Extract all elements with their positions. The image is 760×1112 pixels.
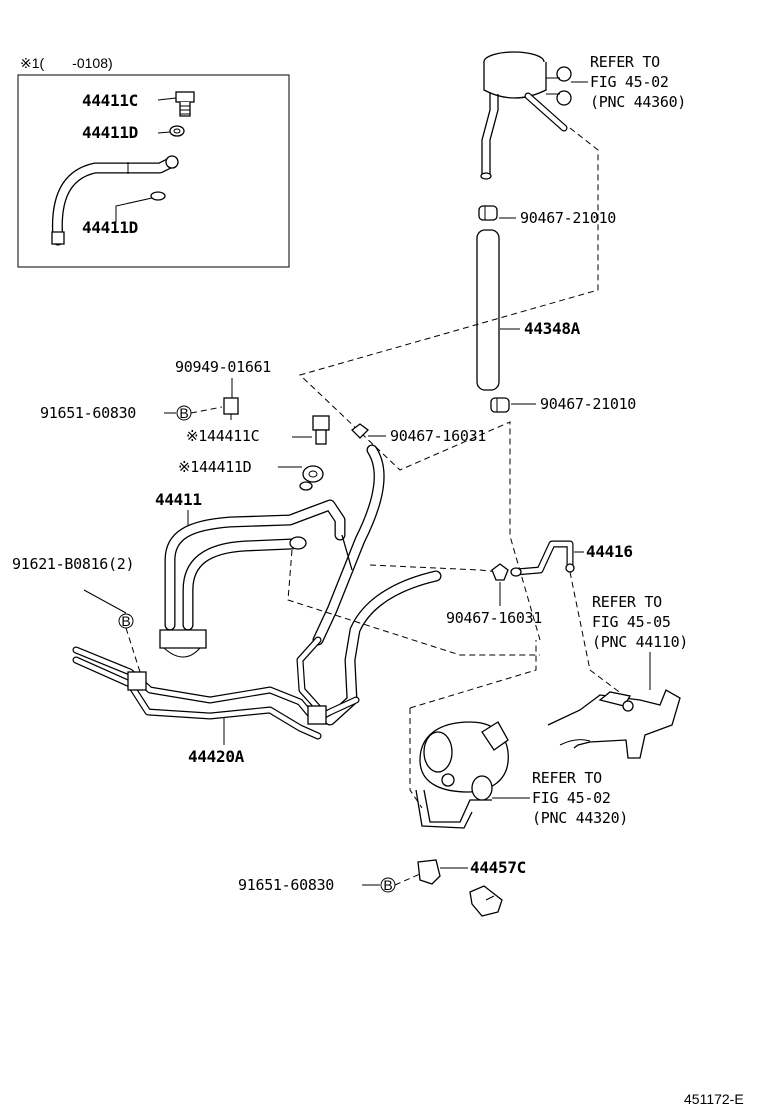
- bolt-b-top-label: 91651-60830: [40, 404, 136, 422]
- inset-gasket-lower-icon: [150, 191, 166, 201]
- inset-bolt-label: 44411C: [82, 91, 138, 110]
- alt-gasket-label: ※144411D: [178, 458, 252, 476]
- pump-ref-line1: REFER TO: [592, 593, 662, 611]
- clip-right-icon: [491, 563, 509, 581]
- figure-id: 451172-E: [684, 1091, 744, 1107]
- inset-gasket-upper-icon: [169, 125, 185, 137]
- bracket-label: 44457C: [470, 858, 526, 877]
- inset-panel: ※1( -0108) 44411C 44411D 44411D: [17, 55, 290, 268]
- clamp-top-label: 90467-21010: [520, 209, 616, 227]
- inset-bolt-icon: [175, 91, 195, 117]
- pump-ref-callout: REFER TO FIG 45-05 (PNC 44110): [592, 593, 688, 690]
- inset-gasket-upper-label: 44411D: [82, 123, 138, 142]
- clip-right-label: 90467-16031: [446, 609, 542, 627]
- reservoir-ref-callout: REFER TO FIG 45-02 (PNC 44360): [571, 53, 686, 111]
- bracket-icon: [417, 859, 503, 917]
- bolt-b-bottom-marker-text: B: [383, 877, 392, 893]
- bolt-b-bottom-label: 91651-60830: [238, 876, 334, 894]
- tube-44416-label: 44416: [586, 542, 633, 561]
- steering-gear-icon: [415, 721, 509, 829]
- bolt-b-top-marker-text: B: [179, 405, 188, 421]
- reservoir-icon: [480, 51, 572, 180]
- alt-bolt-icon: [312, 415, 330, 445]
- return-hose-label: 44348A: [524, 319, 581, 338]
- reservoir-ref-line2: FIG 45-02: [590, 73, 669, 91]
- clip-mid-label: 90467-16031: [390, 427, 486, 445]
- reservoir-ref-line1: REFER TO: [590, 53, 660, 71]
- gear-ref-line2: FIG 45-02: [532, 789, 611, 807]
- clip-mid-icon: [351, 423, 369, 439]
- reservoir-dash-line: [299, 127, 599, 641]
- inset-gasket-lower-label: 44411D: [82, 218, 138, 237]
- inset-header: ※1( -0108): [20, 55, 113, 71]
- gear-ref-callout: REFER TO FIG 45-02 (PNC 44320): [492, 769, 628, 827]
- inset-frame: [17, 74, 290, 268]
- bolt-b-left-label: 91621-B0816(2): [12, 555, 134, 573]
- gear-ref-line3: (PNC 44320): [532, 809, 628, 827]
- pump-ref-line3: (PNC 44110): [592, 633, 688, 651]
- union-bolt-label: 90949-01661: [175, 358, 271, 376]
- bolt-b-left-marker-text: B: [121, 613, 130, 629]
- pump-ref-line2: FIG 45-05: [592, 613, 671, 631]
- reservoir-ref-line3: (PNC 44360): [590, 93, 686, 111]
- clamp-bottom-label: 90467-21010: [540, 395, 636, 413]
- pressure-tube-label: 44411: [155, 490, 202, 509]
- alt-bolt-label: ※144411C: [186, 427, 259, 445]
- return-tube-label: 44420A: [188, 747, 245, 766]
- gear-ref-line1: REFER TO: [532, 769, 602, 787]
- inset-hose-icon: [51, 155, 179, 246]
- alt-gasket-icon: [299, 465, 324, 491]
- clamp-top-icon: [478, 205, 498, 221]
- pump-icon: [547, 689, 681, 759]
- return-tube-icon: [72, 646, 360, 740]
- return-hose-icon: [476, 229, 500, 391]
- union-bolt-icon: [223, 397, 239, 420]
- pressure-tube-icon: [159, 444, 442, 726]
- clamp-bottom-icon: [490, 397, 510, 413]
- tube-44416-icon: [510, 540, 575, 577]
